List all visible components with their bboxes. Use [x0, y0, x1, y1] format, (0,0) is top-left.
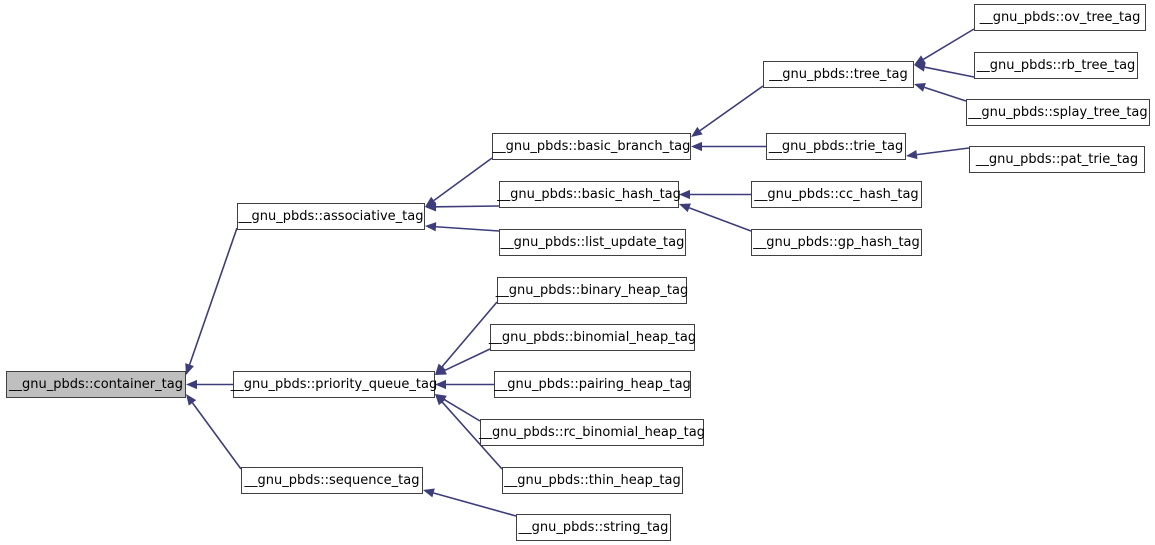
node-label: __gnu_pbds::sequence_tag [244, 473, 420, 488]
arrowhead [425, 222, 437, 232]
node-label: __gnu_pbds::binomial_heap_tag [488, 330, 697, 345]
edge-rc_binomial_heap_tag-to-priority_queue_tag [435, 394, 481, 422]
edge-binomial_heap_tag-to-priority_queue_tag [435, 348, 491, 375]
node-label: __gnu_pbds::gp_hash_tag [753, 235, 920, 250]
arrowhead [423, 488, 435, 498]
edge-associative_tag-to-container_tag [185, 227, 238, 375]
arrowhead [691, 126, 703, 137]
arrowhead [425, 196, 437, 207]
node-rc_binomial_heap_tag[interactable]: __gnu_pbds::rc_binomial_heap_tag [479, 419, 705, 446]
arrowhead [679, 203, 691, 213]
edge-gp_hash_tag-to-basic_hash_tag [679, 203, 752, 232]
node-label: __gnu_pbds::ov_tree_tag [979, 10, 1141, 25]
edge-splay_tree_tag-to-tree_tag [914, 83, 967, 102]
node-thin_heap_tag[interactable]: __gnu_pbds::thin_heap_tag [502, 467, 683, 494]
edge-pairing_heap_tag-to-priority_queue_tag [435, 379, 494, 390]
arrowhead [914, 55, 926, 65]
arrowhead [914, 62, 926, 72]
edge-list_update_tag-to-associative_tag [425, 222, 500, 232]
node-gp_hash_tag[interactable]: __gnu_pbds::gp_hash_tag [751, 229, 922, 256]
node-ov_tree_tag[interactable]: __gnu_pbds::ov_tree_tag [974, 4, 1146, 31]
node-binomial_heap_tag[interactable]: __gnu_pbds::binomial_heap_tag [489, 324, 696, 351]
node-trie_tag[interactable]: __gnu_pbds::trie_tag [766, 133, 906, 160]
edge-trie_tag-to-basic_branch_tag [691, 141, 766, 152]
node-label: __gnu_pbds::thin_heap_tag [504, 473, 681, 488]
arrowhead [435, 394, 446, 406]
node-label: __gnu_pbds::rb_tree_tag [976, 58, 1136, 73]
edge-rb_tree_tag-to-tree_tag [914, 62, 975, 78]
node-list_update_tag[interactable]: __gnu_pbds::list_update_tag [499, 229, 686, 256]
node-label: __gnu_pbds::pairing_heap_tag [494, 377, 691, 392]
node-cc_hash_tag[interactable]: __gnu_pbds::cc_hash_tag [751, 181, 922, 208]
node-label: __gnu_pbds::basic_hash_tag [497, 187, 681, 202]
node-priority_queue_tag[interactable]: __gnu_pbds::priority_queue_tag [231, 371, 437, 398]
edge-sequence_tag-to-container_tag [186, 394, 242, 470]
node-binary_heap_tag[interactable]: __gnu_pbds::binary_heap_tag [496, 277, 688, 304]
node-pat_trie_tag[interactable]: __gnu_pbds::pat_trie_tag [969, 146, 1145, 173]
node-pairing_heap_tag[interactable]: __gnu_pbds::pairing_heap_tag [494, 371, 691, 398]
arrowhead [186, 394, 197, 406]
arrowhead [185, 363, 194, 375]
node-label: __gnu_pbds::splay_tree_tag [968, 105, 1148, 120]
arrowhead [914, 83, 926, 92]
node-string_tag[interactable]: __gnu_pbds::string_tag [516, 514, 671, 541]
node-label: __gnu_pbds::associative_tag [238, 209, 424, 224]
node-associative_tag[interactable]: __gnu_pbds::associative_tag [237, 203, 425, 230]
node-label: __gnu_pbds::binary_heap_tag [495, 283, 689, 298]
node-sequence_tag[interactable]: __gnu_pbds::sequence_tag [241, 467, 423, 494]
edge-pat_trie_tag-to-trie_tag [906, 147, 970, 160]
node-label: __gnu_pbds::pat_trie_tag [975, 152, 1139, 167]
edge-cc_hash_tag-to-basic_hash_tag [679, 189, 751, 200]
node-label: __gnu_pbds::string_tag [518, 520, 669, 535]
node-label: __gnu_pbds::rc_binomial_heap_tag [479, 425, 705, 440]
node-tree_tag[interactable]: __gnu_pbds::tree_tag [763, 61, 914, 88]
node-label: __gnu_pbds::cc_hash_tag [754, 187, 919, 202]
edge-tree_tag-to-basic_branch_tag [691, 85, 764, 137]
node-label: __gnu_pbds::trie_tag [768, 139, 904, 154]
edge-ov_tree_tag-to-tree_tag [914, 28, 975, 65]
node-label: __gnu_pbds::tree_tag [769, 67, 908, 82]
node-rb_tree_tag[interactable]: __gnu_pbds::rb_tree_tag [974, 52, 1138, 79]
node-label: __gnu_pbds::container_tag [9, 377, 183, 392]
node-basic_branch_tag[interactable]: __gnu_pbds::basic_branch_tag [492, 133, 691, 160]
node-label: __gnu_pbds::basic_branch_tag [492, 139, 691, 154]
arrowhead [435, 394, 447, 404]
arrowhead [435, 363, 446, 375]
node-basic_hash_tag[interactable]: __gnu_pbds::basic_hash_tag [497, 181, 681, 208]
node-label: __gnu_pbds::list_update_tag [500, 235, 685, 250]
edge-basic_branch_tag-to-associative_tag [425, 157, 493, 207]
arrowhead [435, 366, 447, 375]
node-container_tag[interactable]: __gnu_pbds::container_tag [6, 371, 186, 398]
node-label: __gnu_pbds::priority_queue_tag [230, 377, 438, 392]
node-splay_tree_tag[interactable]: __gnu_pbds::splay_tree_tag [966, 99, 1150, 126]
edge-basic_hash_tag-to-associative_tag [425, 202, 500, 212]
